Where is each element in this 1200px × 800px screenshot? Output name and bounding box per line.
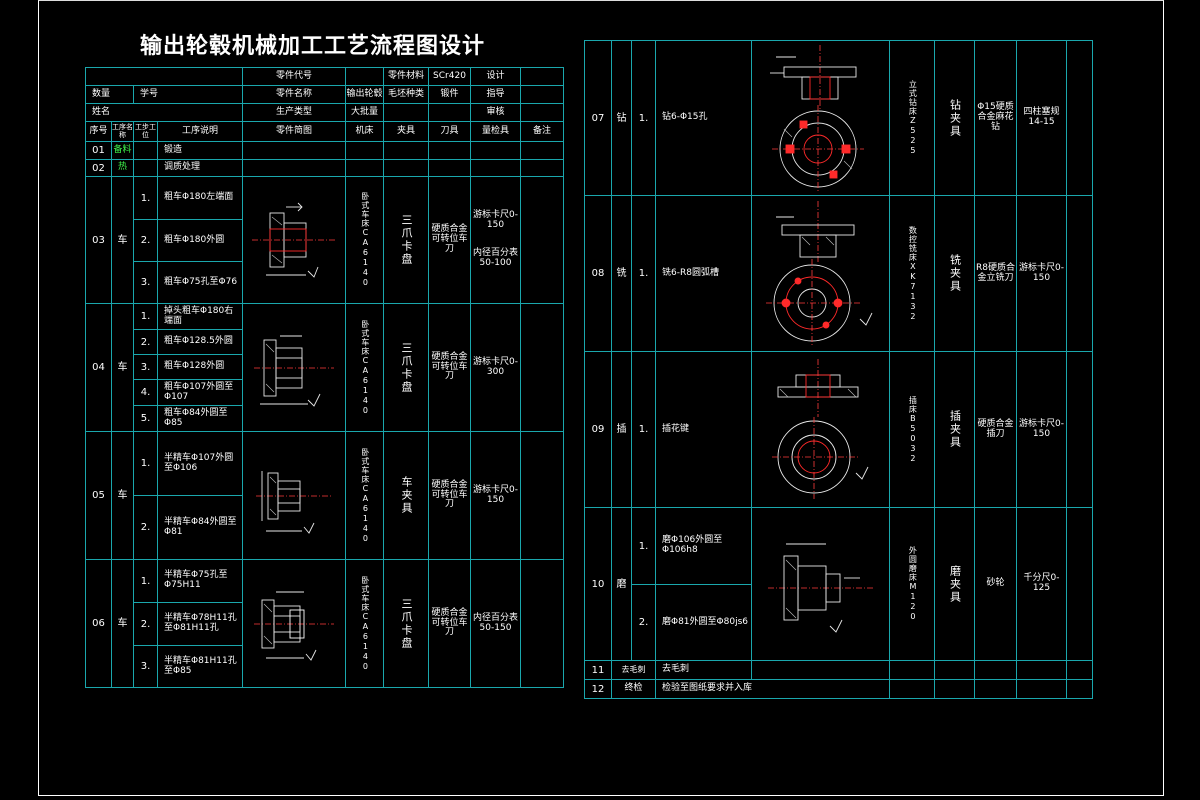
production-type-label: 生产类型 (242, 103, 346, 122)
part-name-value: 输出轮毂 (345, 85, 384, 104)
part-sketch-op03 (252, 202, 336, 278)
student-no-label: 学号 (133, 85, 243, 104)
col-header-gauge: 量检具 (470, 121, 521, 142)
sketch-op05 (242, 431, 346, 560)
sketch-op06 (242, 559, 346, 688)
designer-label: 设计 (470, 67, 521, 86)
col-header-fixture: 夹具 (383, 121, 429, 142)
part-sketch-op07 (769, 45, 864, 191)
table-row: 01 备料 锻造 (85, 141, 564, 160)
part-sketch-op09 (771, 358, 868, 499)
table-row: 12 终检 检验至图纸要求并入库 (584, 679, 1093, 699)
part-material-label: 零件材料 (383, 67, 429, 86)
blank-type-value: 锻件 (428, 85, 471, 104)
part-sketch-op04 (254, 335, 334, 407)
part-sketch-op05 (256, 470, 332, 534)
sketch-op10 (751, 507, 890, 661)
table-row: 08 铣 1. 铣6-R8圆弧槽 数控铣床XK71 (584, 195, 1093, 352)
left-process-table: 零件代号 零件材料 SCr420 设计 数量 学号 零件名称 输出轮毂 毛坯种类… (85, 67, 564, 688)
col-header-remark: 备注 (520, 121, 564, 142)
sketch-op09 (751, 351, 890, 508)
name-label: 姓名 (85, 103, 243, 122)
table-row: 05 车 1. 半精车Φ107外圆至Φ106 卧式车床CA6140 车夹具 硬质… (85, 431, 564, 560)
col-header-no: 序号 (85, 121, 112, 142)
table-row: 09 插 1. 插花键 插床B5032 插夹具 硬质合金插刀 游标卡尺0-150 (584, 351, 1093, 508)
col-header-op-name: 工序名称 (111, 121, 134, 142)
review-label: 审核 (470, 103, 521, 122)
sketch-op04 (242, 303, 346, 432)
col-header-sketch: 零件简图 (242, 121, 346, 142)
table-row: 07 钻 1. 钻6-Φ15孔 立式钻床Z525 (584, 40, 1093, 196)
table-row: 03 车 1. 粗车Φ180左端面 卧式车床CA6140 三爪卡盘 硬质合金可转… (85, 176, 564, 304)
sketch-op07 (751, 40, 890, 196)
part-sketch-op06 (254, 591, 334, 661)
part-material-value: SCr420 (428, 67, 471, 86)
table-row: 10 磨 1. 磨Φ106外圆至Φ106h8 外圆磨床M120 磨夹具 砂轮 千… (584, 507, 1093, 661)
drawing-frame (38, 0, 1164, 796)
table-row: 06 车 1. 半精车Φ75孔至Φ75H11 卧式车床CA6140 三爪卡盘 硬… (85, 559, 564, 688)
sketch-op03 (242, 176, 346, 304)
table-row: 04 车 1. 掉头粗车Φ180右端面 卧式车床CA6140 三爪卡盘 硬质合金… (85, 303, 564, 432)
col-header-machine: 机床 (345, 121, 384, 142)
sketch-op08 (751, 195, 890, 352)
count-label: 数量 (85, 85, 134, 104)
col-header-step: 工步工位 (133, 121, 158, 142)
right-process-table: 07 钻 1. 钻6-Φ15孔 立式钻床Z525 (584, 40, 1093, 699)
col-header-tool: 刀具 (428, 121, 471, 142)
page-title: 输出轮毂机械加工工艺流程图设计 (140, 33, 486, 59)
part-code-label: 零件代号 (242, 67, 346, 86)
part-sketch-op10 (767, 543, 874, 633)
blank-type-label: 毛坯种类 (383, 85, 429, 104)
guide-label: 指导 (470, 85, 521, 104)
col-header-desc: 工序说明 (157, 121, 243, 142)
part-sketch-op08 (765, 200, 872, 347)
part-name-label: 零件名称 (242, 85, 346, 104)
table-row: 02 热 调质处理 (85, 159, 564, 177)
table-row: 11 去毛刺 去毛刺 (584, 660, 1093, 680)
production-type-value: 大批量 (345, 103, 384, 122)
